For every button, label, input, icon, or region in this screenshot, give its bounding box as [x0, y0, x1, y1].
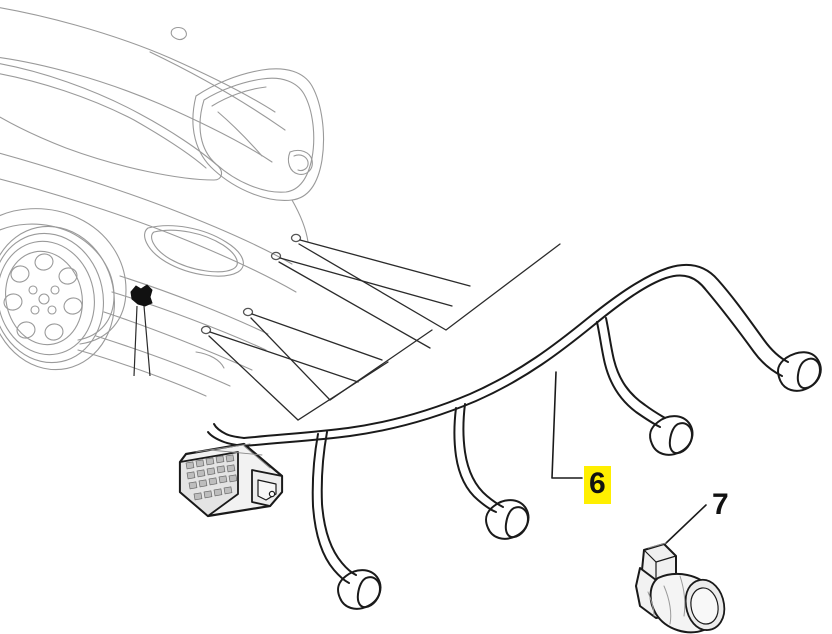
harness-branch-c-right — [320, 431, 357, 576]
harness-branch-a-right — [605, 317, 666, 419]
harness-terminal-plug — [649, 415, 694, 456]
harness-branch-b-right — [462, 403, 504, 508]
callout-label-6[interactable]: 6 — [584, 466, 611, 504]
harness-branch-b-left — [453, 407, 497, 513]
harness-terminal-plug — [777, 351, 822, 392]
harness-terminal-plug — [337, 569, 382, 610]
harness-main-upper — [243, 263, 789, 439]
bumper-sensor-hole — [290, 233, 302, 243]
sensor-marker — [130, 284, 153, 377]
harness-main-lower — [243, 274, 783, 447]
harness-terminal-plug — [485, 499, 530, 540]
vehicle-body-outline — [0, 7, 325, 397]
harness-branch-a-left — [596, 321, 661, 428]
harness-branch-c-left — [311, 433, 350, 584]
bumper-sensor-hole — [242, 307, 254, 317]
bumper-sensor-hole — [270, 251, 282, 261]
callout-label-7[interactable]: 7 — [712, 488, 729, 521]
bumper-sensor-hole — [200, 325, 212, 335]
harness-connector-lead-upper — [213, 423, 245, 439]
